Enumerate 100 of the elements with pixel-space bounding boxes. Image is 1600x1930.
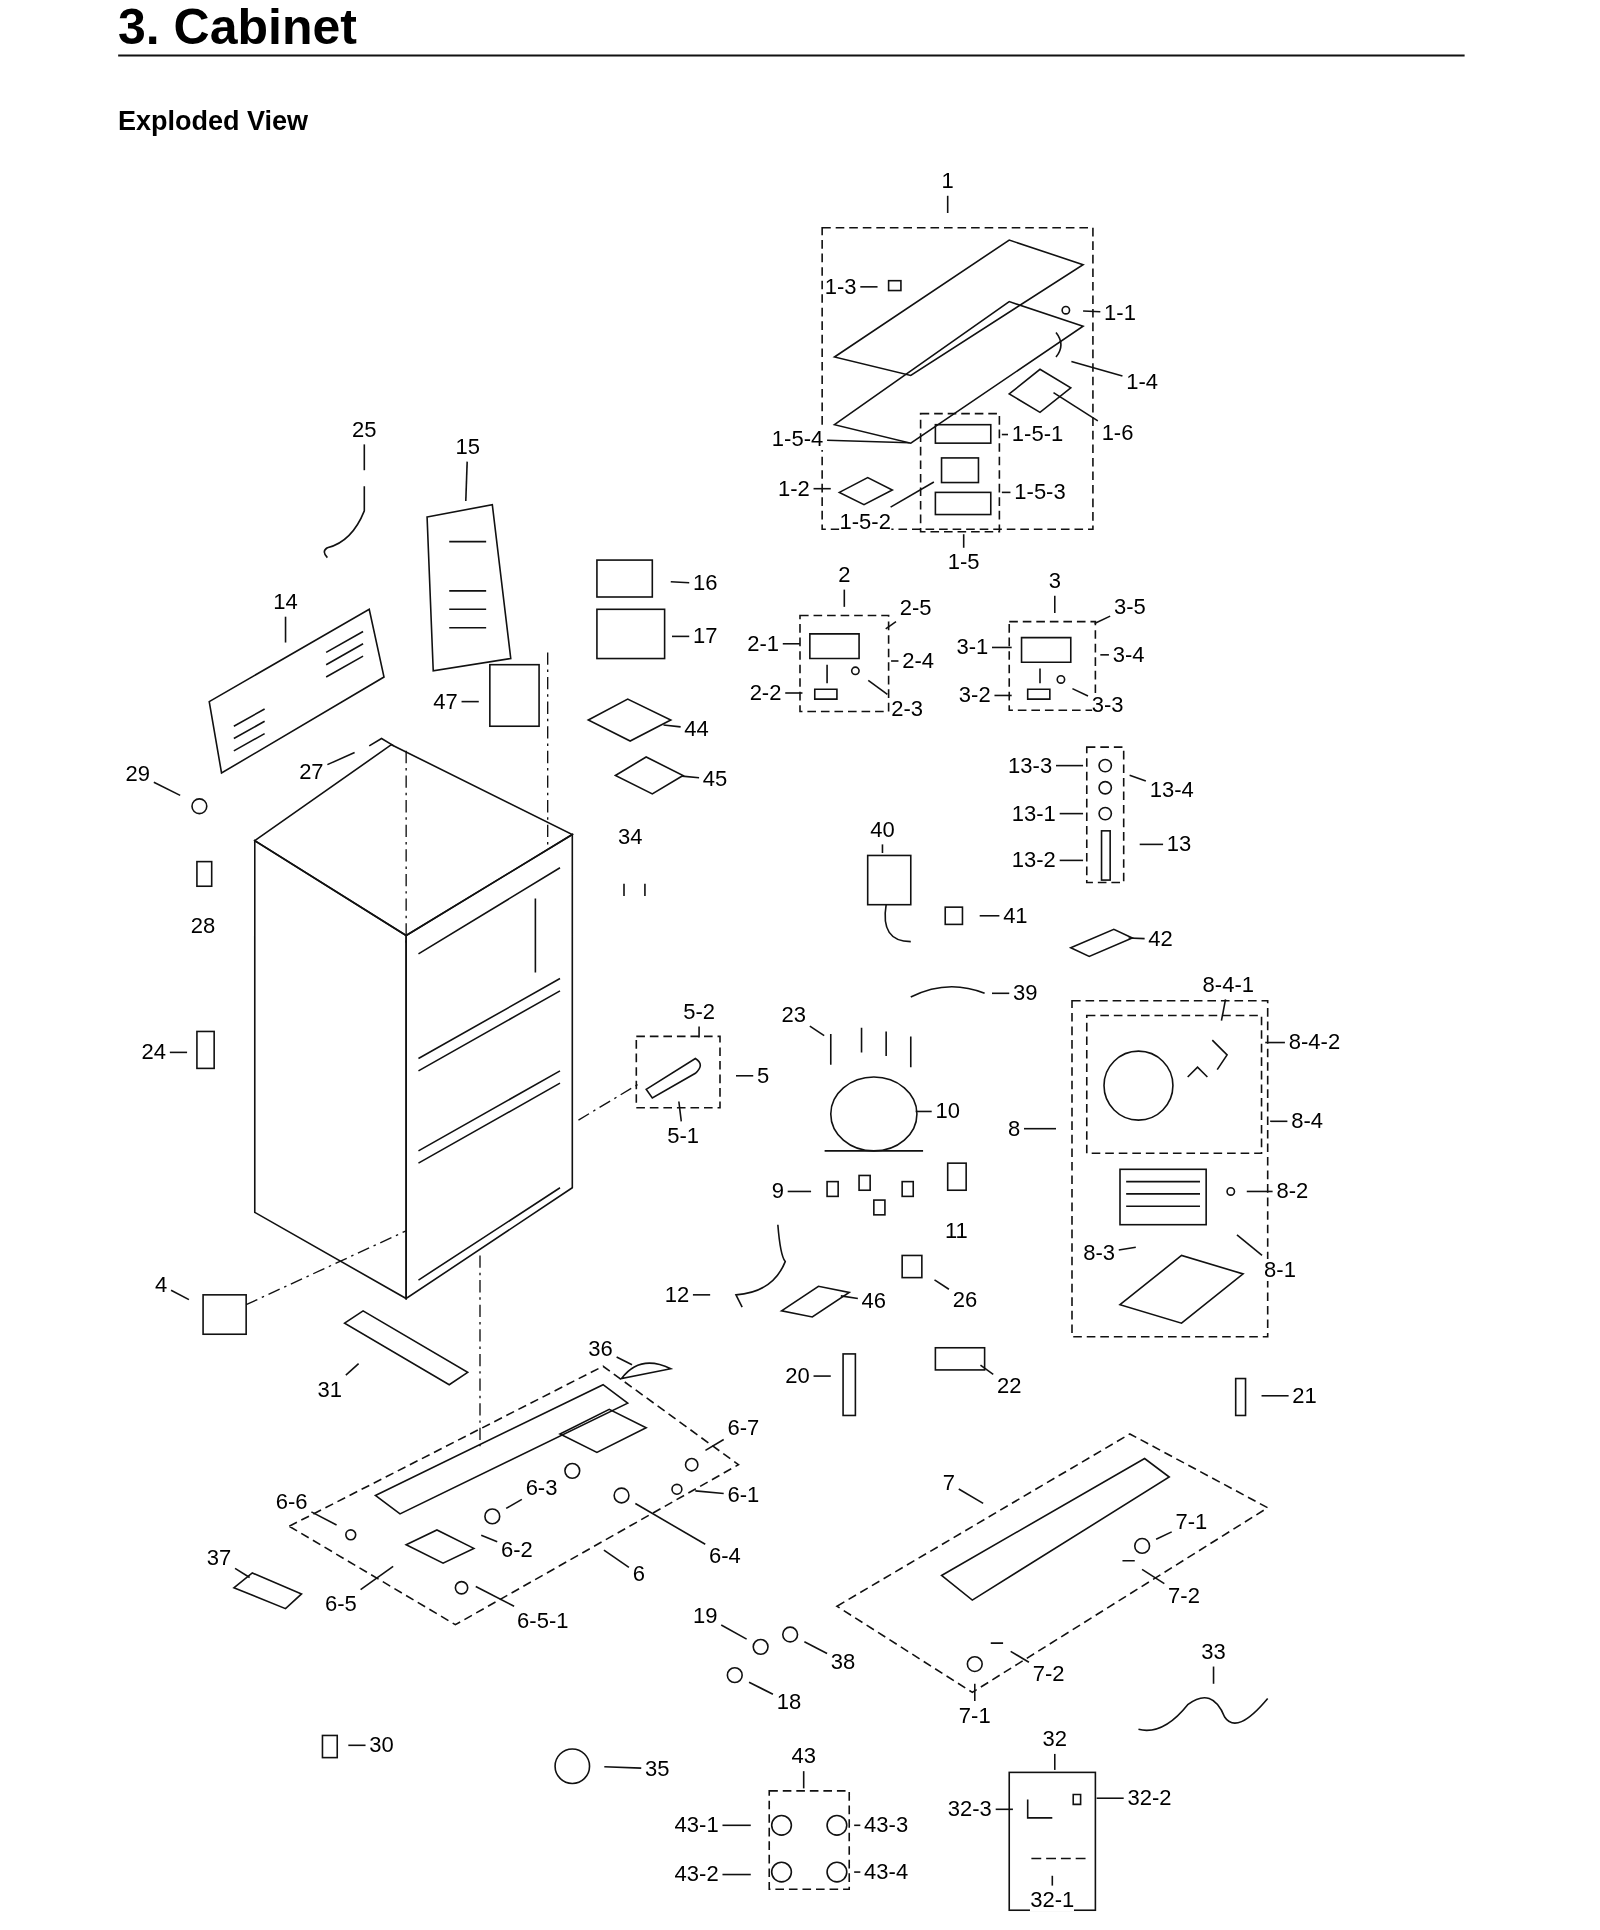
leader-line bbox=[1001, 491, 1012, 494]
leader-line bbox=[721, 1873, 752, 1876]
page-title: 3. Cabinet bbox=[118, 2, 357, 52]
leader-line bbox=[326, 751, 356, 766]
leader-line bbox=[671, 635, 691, 638]
leader-line bbox=[1082, 310, 1102, 313]
leader-line bbox=[973, 1682, 976, 1702]
leader-line bbox=[678, 1100, 683, 1123]
leader-line bbox=[1212, 1665, 1215, 1685]
leader-line bbox=[1095, 1797, 1125, 1800]
leader-line bbox=[1070, 360, 1124, 377]
leader-line bbox=[1220, 998, 1227, 1022]
leader-line bbox=[946, 194, 949, 214]
leader-line bbox=[1236, 1234, 1263, 1257]
leader-line bbox=[603, 1549, 630, 1569]
leader-line bbox=[993, 694, 1013, 697]
leader-line bbox=[474, 1585, 515, 1608]
leader-line bbox=[692, 1294, 711, 1296]
leader-line bbox=[345, 1362, 360, 1376]
leader-line bbox=[859, 286, 879, 288]
leader-line bbox=[662, 724, 682, 728]
leader-line bbox=[721, 1824, 752, 1827]
leader-line bbox=[615, 1356, 633, 1366]
leader-line bbox=[1053, 1753, 1056, 1771]
leader-line bbox=[720, 1624, 748, 1640]
leader-line bbox=[1055, 764, 1084, 767]
leader-line bbox=[784, 692, 804, 694]
leader-line bbox=[1117, 1246, 1137, 1251]
leader-line bbox=[812, 487, 832, 490]
callout-number: 1-5-4 bbox=[771, 428, 824, 451]
leader-line bbox=[1128, 774, 1147, 782]
leader-line bbox=[1093, 615, 1111, 625]
leader-line bbox=[465, 460, 468, 502]
leader-line bbox=[1053, 594, 1056, 614]
leader-line bbox=[169, 1051, 188, 1054]
leader-line bbox=[978, 914, 1001, 917]
leader-line bbox=[170, 1289, 190, 1301]
leader-line bbox=[914, 1110, 933, 1113]
leader-line bbox=[843, 588, 846, 608]
leader-line bbox=[853, 1871, 862, 1873]
leader-line bbox=[1058, 859, 1084, 862]
leader-line bbox=[809, 1025, 825, 1037]
leader-line bbox=[933, 1279, 950, 1291]
leader-line bbox=[681, 775, 700, 779]
leader-line bbox=[698, 1025, 700, 1039]
leader-line bbox=[310, 1511, 338, 1526]
leader-line bbox=[704, 1438, 725, 1452]
leader-line bbox=[748, 1681, 774, 1696]
leader-line bbox=[1260, 1394, 1290, 1397]
leader-line bbox=[284, 615, 287, 644]
leader-line bbox=[979, 1364, 995, 1376]
leader-line bbox=[889, 481, 935, 508]
leader-line bbox=[1264, 1041, 1286, 1044]
leader-line bbox=[234, 1567, 251, 1579]
leader-line bbox=[884, 620, 897, 630]
leader-line bbox=[881, 843, 884, 854]
leader-line bbox=[153, 781, 181, 797]
leader-line bbox=[803, 1641, 828, 1655]
leader-line bbox=[991, 646, 1013, 649]
leader-line bbox=[1023, 1127, 1057, 1130]
leader-line bbox=[1009, 1650, 1030, 1663]
leader-line bbox=[359, 1565, 394, 1591]
leader-line bbox=[812, 1375, 832, 1377]
leader-line bbox=[1071, 687, 1089, 697]
leader-line bbox=[867, 679, 889, 696]
leader-line bbox=[826, 439, 911, 444]
callout-number: 32-1 bbox=[1030, 1889, 1075, 1912]
leader-line bbox=[853, 1824, 862, 1827]
leader-line bbox=[1058, 812, 1084, 815]
leader-line bbox=[1001, 433, 1009, 436]
leader-line bbox=[781, 642, 801, 645]
leader-line bbox=[1099, 654, 1110, 656]
leader-line bbox=[890, 660, 900, 662]
callout-number: 8-1 bbox=[1264, 1259, 1296, 1282]
leader-line bbox=[460, 700, 480, 703]
leader-line bbox=[1155, 1531, 1173, 1541]
leader-line bbox=[1269, 1120, 1289, 1123]
leader-line bbox=[347, 1744, 367, 1747]
section-heading: Exploded View bbox=[118, 108, 309, 135]
leader-line bbox=[994, 1808, 1014, 1811]
leader-line bbox=[991, 992, 1011, 995]
leader-line bbox=[505, 1498, 523, 1510]
leader-line bbox=[840, 1295, 859, 1300]
leader-line bbox=[480, 1534, 499, 1543]
leader-line bbox=[802, 1770, 805, 1790]
leader-line bbox=[363, 443, 366, 472]
leader-line bbox=[669, 581, 691, 584]
leader-line bbox=[634, 1502, 707, 1546]
leader-line bbox=[1245, 1190, 1274, 1193]
leader-line bbox=[957, 1488, 984, 1505]
leader-line bbox=[1052, 391, 1099, 422]
leader-line bbox=[1141, 1568, 1166, 1585]
leader-line bbox=[786, 1190, 812, 1193]
leader-line bbox=[1051, 1874, 1054, 1887]
leader-line bbox=[1127, 937, 1146, 940]
leader-line bbox=[1138, 843, 1164, 846]
leader-line bbox=[962, 533, 965, 549]
leader-line bbox=[694, 1490, 725, 1495]
leader-line bbox=[603, 1766, 643, 1769]
leader-line bbox=[735, 1074, 755, 1077]
